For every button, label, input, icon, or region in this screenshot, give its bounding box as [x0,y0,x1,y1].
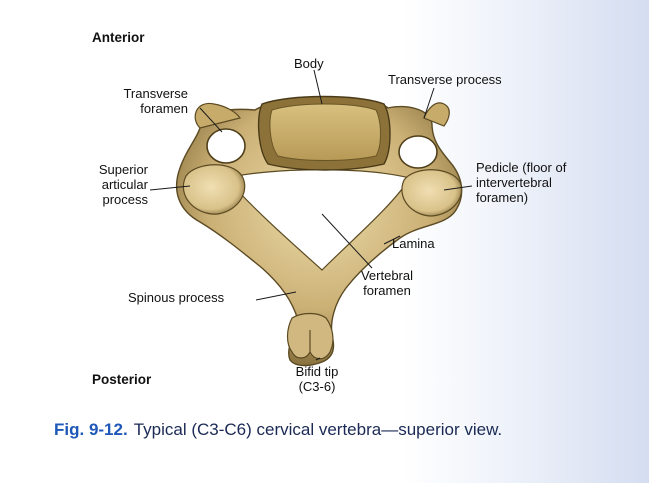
label-transverse-process: Transverse process [388,72,502,87]
label-vertebral-foramen-line2: foramen [348,283,426,298]
label-pedicle: Pedicle (floor of intervertebral foramen… [476,160,566,205]
label-spinous-process: Spinous process [128,290,224,305]
label-bifid-tip: Bifid tip (C3-6) [286,364,348,394]
left-transverse-foramen [207,129,245,163]
label-bifid-tip-line1: Bifid tip [286,364,348,379]
label-anterior: Anterior [92,30,145,45]
label-pedicle-line1: Pedicle (floor of [476,160,566,175]
label-pedicle-line2: intervertebral [476,175,566,190]
label-superior-articular-line3: process [66,192,148,207]
label-superior-articular-line2: articular [66,177,148,192]
label-superior-articular-process: Superior articular process [66,162,148,207]
label-bifid-tip-line2: (C3-6) [286,379,348,394]
figure-caption: Fig. 9-12. Typical (C3-C6) cervical verte… [54,420,502,440]
label-transverse-foramen-line2: foramen [84,101,188,116]
label-lamina: Lamina [392,236,435,251]
right-transverse-foramen [399,136,437,168]
label-vertebral-foramen: Vertebral foramen [348,268,426,298]
body-superior-surface [270,104,381,161]
figure-number: Fig. 9-12. [54,420,128,439]
label-transverse-foramen: Transverse foramen [84,86,188,116]
label-posterior: Posterior [92,372,151,387]
label-vertebral-foramen-line1: Vertebral [348,268,426,283]
label-transverse-foramen-line1: Transverse [84,86,188,101]
label-superior-articular-line1: Superior [66,162,148,177]
label-body: Body [294,56,324,71]
label-pedicle-line3: foramen) [476,190,566,205]
caption-text: Typical (C3-C6) cervical vertebra—superi… [134,420,502,439]
